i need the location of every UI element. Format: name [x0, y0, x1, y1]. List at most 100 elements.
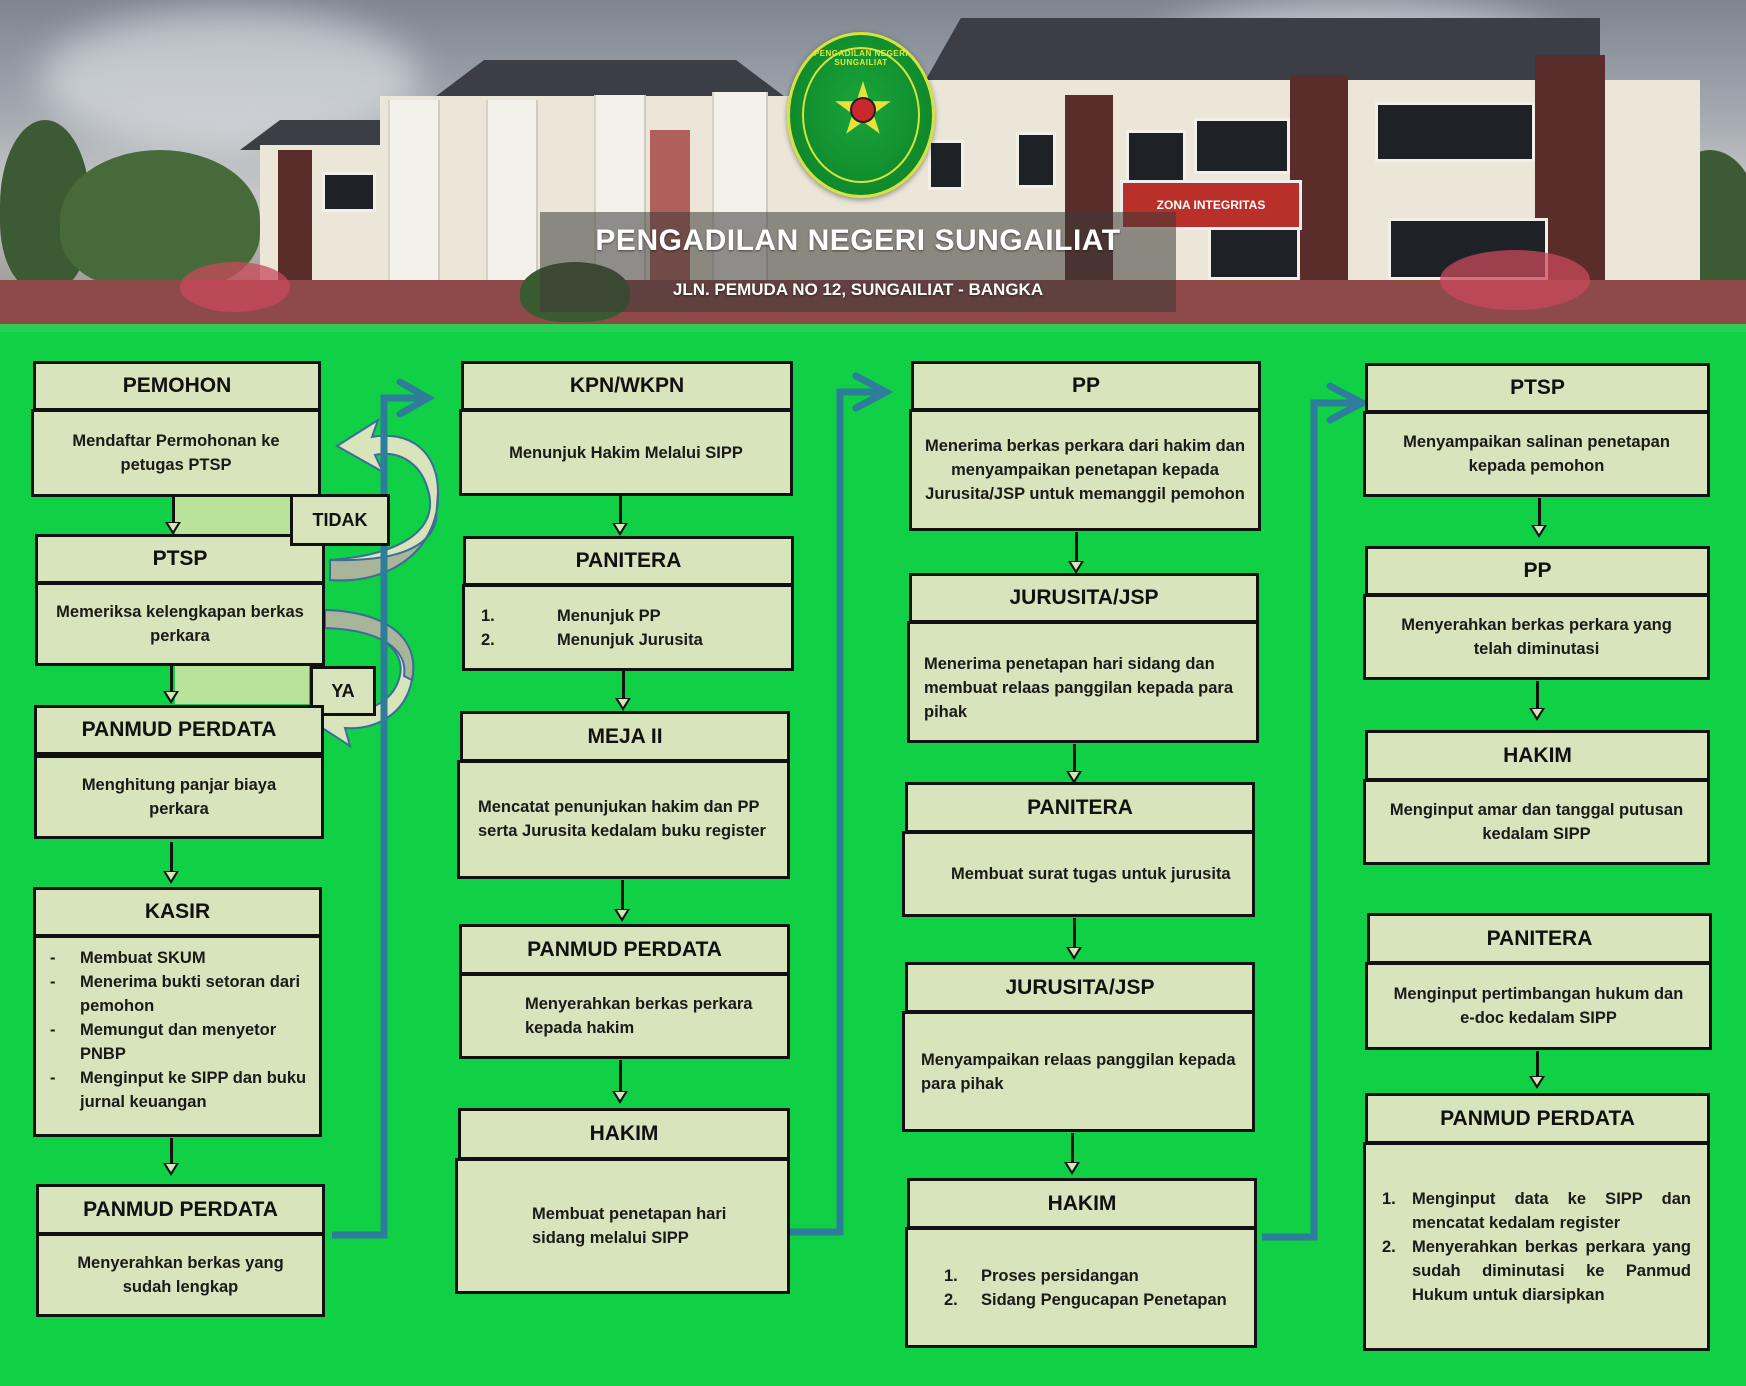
step-hakim-amar: HAKIM Menginput amar dan tanggal putusan…	[1363, 730, 1710, 865]
step-description: Memeriksa kelengkapan berkas perkara	[56, 603, 304, 645]
step-body: Mendaftar Permohonan ke petugas PTSP	[31, 409, 321, 497]
window	[1375, 102, 1535, 162]
step-jurusita-relaas: JURUSITA/JSP Menerima penetapan hari sid…	[907, 573, 1259, 743]
arrow-down-icon	[1529, 498, 1549, 538]
step-body: Menunjuk Hakim Melalui SIPP	[459, 409, 793, 496]
kasir-task-list: -Membuat SKUM -Menerima bukti setoran da…	[36, 946, 319, 1114]
flower-bush	[180, 262, 290, 312]
step-body: 1.Menginput data ke SIPP dan mencatat ke…	[1363, 1142, 1710, 1351]
step-title: PANITERA	[905, 782, 1255, 833]
step-body: Membuat penetapan hari sidang melalui SI…	[455, 1158, 790, 1294]
list-item: -Menerima bukti setoran dari pemohon	[50, 973, 301, 1015]
arrow-down-icon	[610, 1060, 630, 1104]
step-description: Menyerahkan berkas perkara yang telah di…	[1401, 616, 1672, 658]
arrow-down-icon	[1064, 744, 1084, 784]
window	[928, 140, 964, 190]
step-title: KASIR	[33, 887, 322, 937]
decision-label-no: TIDAK	[290, 494, 390, 546]
step-body: Mencatat penunjukan hakim dan PP serta J…	[457, 760, 790, 879]
step-title: JURUSITA/JSP	[905, 962, 1255, 1013]
step-title: PANMUD PERDATA	[459, 924, 790, 975]
arrow-down-icon	[163, 497, 183, 535]
step-title: JURUSITA/JSP	[909, 573, 1259, 623]
list-item: -Memungut dan menyetor PNBP	[50, 1021, 277, 1063]
flower-bush	[1440, 250, 1590, 310]
panmud-task-list: 1.Menginput data ke SIPP dan mencatat ke…	[1366, 1187, 1707, 1307]
step-body: Menyerahkan berkas perkara kepada hakim	[459, 973, 790, 1059]
step-body: Membuat surat tugas untuk jurusita	[902, 831, 1255, 917]
window	[1016, 132, 1056, 188]
step-title: HAKIM	[458, 1108, 790, 1160]
step-title: PP	[911, 361, 1261, 411]
panitera-task-list: 1.Menunjuk PP 2.Menunjuk Jurusita	[465, 604, 791, 652]
step-body: -Membuat SKUM -Menerima bukti setoran da…	[33, 935, 322, 1137]
step-body: Menghitung panjar biaya perkara	[34, 755, 324, 839]
building-roof	[433, 60, 787, 98]
step-description: Menerima berkas perkara dari hakim dan m…	[924, 437, 1246, 503]
step-description: Menyampaikan salinan penetapan kepada pe…	[1403, 433, 1670, 475]
step-title: PTSP	[1365, 363, 1710, 413]
step-title: PP	[1365, 546, 1710, 596]
arrow-down-icon	[1064, 918, 1084, 960]
step-body: Menyerahkan berkas yang sudah lengkap	[36, 1233, 325, 1317]
connector-arrow-col3-to-col4	[1262, 382, 1370, 1241]
court-address: JLN. PEMUDA NO 12, SUNGAILIAT - BANGKA	[672, 280, 1044, 299]
window	[322, 172, 376, 212]
arrow-down-icon	[1066, 532, 1086, 574]
list-item: -Membuat SKUM	[50, 949, 206, 967]
arrow-down-icon	[1527, 1051, 1547, 1089]
step-ptsp-salinan: PTSP Menyampaikan salinan penetapan kepa…	[1363, 363, 1710, 497]
step-title: MEJA II	[460, 711, 790, 762]
step-description: Mencatat penunjukan hakim dan PP serta J…	[478, 798, 766, 840]
step-title: PANMUD PERDATA	[1365, 1093, 1710, 1144]
step-body: Menerima penetapan hari sidang dan membu…	[907, 621, 1259, 743]
step-ptsp: PTSP Memeriksa kelengkapan berkas perkar…	[35, 534, 325, 666]
arrow-down-icon	[161, 842, 181, 884]
step-description: Menyampaikan relaas panggilan kepada par…	[921, 1051, 1236, 1093]
step-body: Menginput amar dan tanggal putusan kedal…	[1363, 779, 1710, 865]
step-description: Menginput amar dan tanggal putusan kedal…	[1389, 801, 1684, 843]
step-panmud-perdata-hakim: PANMUD PERDATA Menyerahkan berkas perkar…	[459, 924, 790, 1059]
court-name: PENGADILAN NEGERI SUNGAILIAT	[595, 224, 1121, 257]
list-item: 2.Menunjuk Jurusita	[481, 630, 703, 649]
arrow-down-icon	[613, 671, 633, 711]
step-description: Menyerahkan berkas perkara kepada hakim	[525, 995, 753, 1037]
step-title: PANITERA	[463, 536, 794, 586]
arrow-down-icon	[610, 496, 630, 536]
step-description: Menginput pertimbangan hukum dan e-doc k…	[1393, 985, 1684, 1027]
building-pillar	[486, 100, 538, 290]
logo-shield-icon	[850, 97, 876, 123]
step-body: 1.Proses persidangan 2.Sidang Pengucapan…	[905, 1227, 1257, 1348]
header-banner: ZONA INTEGRITAS PENGADILAN NEGERI SUNGAI…	[0, 0, 1746, 324]
connector-arrow-col2-to-col3	[790, 372, 894, 1236]
step-title: PEMOHON	[33, 361, 321, 411]
step-title: HAKIM	[907, 1178, 1257, 1229]
step-description: Menerima penetapan hari sidang dan membu…	[924, 655, 1234, 721]
step-panitera: PANITERA 1.Menunjuk PP 2.Menunjuk Jurusi…	[462, 536, 794, 671]
step-title: HAKIM	[1365, 730, 1710, 781]
step-title: PTSP	[35, 534, 325, 584]
step-pp: PP Menerima berkas perkara dari hakim da…	[909, 361, 1261, 531]
step-body: Menyampaikan relaas panggilan kepada par…	[902, 1011, 1255, 1132]
list-item: 1.Menunjuk PP	[481, 606, 661, 625]
window	[1208, 222, 1300, 280]
step-panmud-perdata-arsip: PANMUD PERDATA 1.Menginput data ke SIPP …	[1363, 1093, 1710, 1351]
list-item: -Menginput ke SIPP dan buku jurnal keuan…	[50, 1069, 307, 1111]
arrow-down-icon	[1527, 681, 1547, 721]
window	[1126, 130, 1186, 186]
list-item: 2.Sidang Pengucapan Penetapan	[944, 1290, 1227, 1309]
list-item: 1.Menginput data ke SIPP dan mencatat ke…	[1382, 1189, 1691, 1232]
building-roof	[920, 18, 1600, 90]
step-description: Menghitung panjar biaya perkara	[81, 776, 277, 818]
step-description: Menyerahkan berkas yang sudah lengkap	[77, 1254, 284, 1296]
step-body: Menyerahkan berkas perkara yang telah di…	[1363, 594, 1710, 680]
step-panmud-perdata: PANMUD PERDATA Menghitung panjar biaya p…	[34, 705, 324, 839]
window	[1194, 118, 1290, 174]
logo-text: PENGADILAN NEGERI SUNGAILIAT	[813, 49, 909, 67]
step-jurusita-deliver: JURUSITA/JSP Menyampaikan relaas panggil…	[902, 962, 1255, 1132]
decision-area-yes	[175, 664, 309, 704]
step-body: 1.Menunjuk PP 2.Menunjuk Jurusita	[462, 584, 794, 671]
step-panmud-perdata-submit: PANMUD PERDATA Menyerahkan berkas yang s…	[36, 1184, 325, 1317]
title-panel: PENGADILAN NEGERI SUNGAILIAT JLN. PEMUDA…	[540, 212, 1176, 312]
step-panitera-pertimbangan: PANITERA Menginput pertimbangan hukum da…	[1365, 913, 1712, 1050]
